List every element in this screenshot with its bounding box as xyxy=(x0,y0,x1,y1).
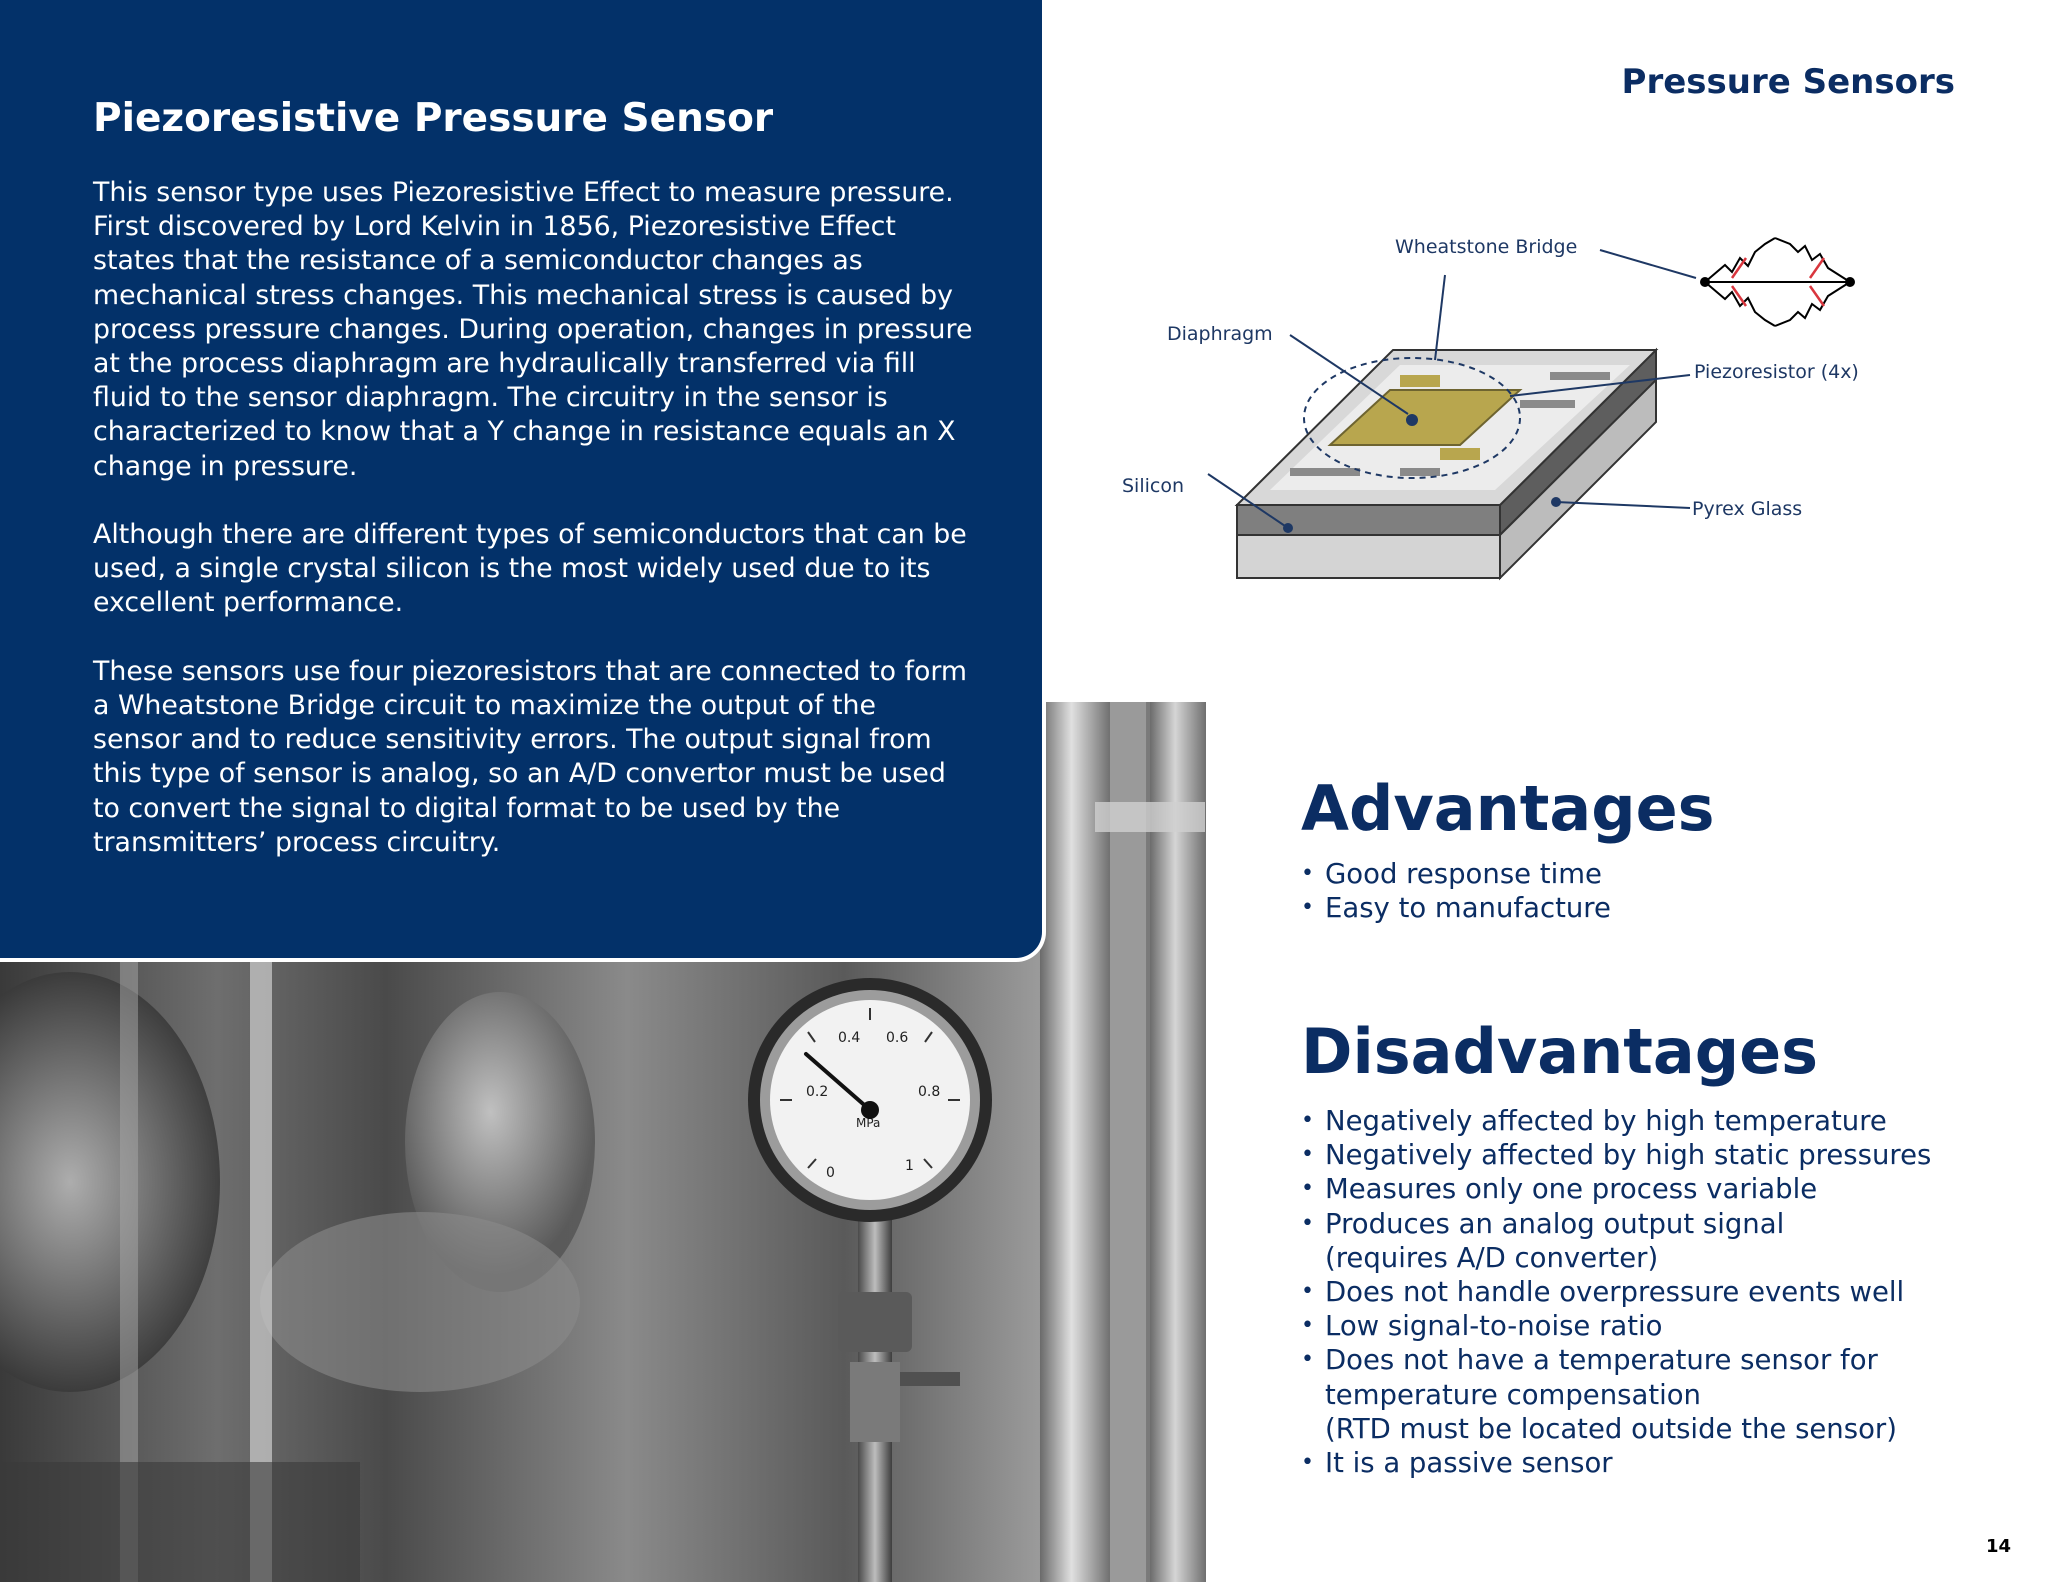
list-item-line: (RTD must be located outside the sensor) xyxy=(1325,1412,1897,1445)
list-item: Does not have a temperature sensor for t… xyxy=(1301,1343,1931,1446)
page-number: 14 xyxy=(1985,1536,2011,1557)
section-header: Pressure Sensors xyxy=(1621,62,1955,102)
list-item: Produces an analog output signal (requir… xyxy=(1301,1207,1931,1275)
paragraph-3: These sensors use four piezoresistors th… xyxy=(93,655,967,858)
list-item: Low signal-to-noise ratio xyxy=(1301,1309,1931,1343)
panel-body: This sensor type uses Piezoresistive Eff… xyxy=(93,176,973,894)
sensor-diagram: Wheatstone Bridge Diaphragm Piezoresisto… xyxy=(1122,236,1859,581)
list-item-line: (requires A/D converter) xyxy=(1325,1241,1659,1274)
disadvantages-list: Negatively affected by high temperature … xyxy=(1301,1104,1931,1480)
diaphragm-area xyxy=(1327,389,1523,446)
gauge-tick-0.2: 0.2 xyxy=(806,1084,828,1100)
page-title: Piezoresistive Pressure Sensor xyxy=(93,96,774,141)
label-wheatstone-bridge: Wheatstone Bridge xyxy=(1395,236,1577,258)
label-silicon: Silicon xyxy=(1122,475,1184,497)
wheatstone-bridge-symbol xyxy=(1700,237,1855,327)
gauge-tick-0: 0 xyxy=(826,1165,835,1181)
paragraph-2: Although there are different types of se… xyxy=(93,519,967,619)
list-item-line: Produces an analog output signal xyxy=(1325,1207,1785,1240)
advantages-list: Good response time Easy to manufacture xyxy=(1301,857,1611,926)
list-item-line: temperature compensation xyxy=(1325,1378,1701,1411)
intro-panel: Piezoresistive Pressure Sensor This sens… xyxy=(0,0,1042,958)
gauge-tick-0.4: 0.4 xyxy=(838,1030,860,1046)
pyrex-layer xyxy=(1236,534,1501,579)
list-item: It is a passive sensor xyxy=(1301,1446,1931,1480)
list-item-line: Does not have a temperature sensor for xyxy=(1325,1344,1878,1377)
label-piezoresistor: Piezoresistor (4x) xyxy=(1694,361,1859,383)
paragraph-1: This sensor type uses Piezoresistive Eff… xyxy=(93,177,973,482)
list-item: Good response time xyxy=(1301,857,1611,891)
list-item: Negatively affected by high static press… xyxy=(1301,1138,1931,1172)
label-diaphragm: Diaphragm xyxy=(1167,323,1273,345)
label-pyrex-glass: Pyrex Glass xyxy=(1692,498,1802,520)
list-item: Measures only one process variable xyxy=(1301,1172,1931,1206)
list-item: Easy to manufacture xyxy=(1301,891,1611,925)
gauge-unit: MPa xyxy=(856,1116,880,1130)
gauge-tick-0.8: 0.8 xyxy=(918,1084,940,1100)
gauge-tick-0.6: 0.6 xyxy=(886,1030,908,1046)
disadvantages-title: Disadvantages xyxy=(1301,1015,1819,1088)
advantages-title: Advantages xyxy=(1301,772,1715,845)
gauge-tick-1: 1 xyxy=(905,1158,914,1174)
list-item: Negatively affected by high temperature xyxy=(1301,1104,1931,1138)
list-item: Does not handle overpressure events well xyxy=(1301,1275,1931,1309)
